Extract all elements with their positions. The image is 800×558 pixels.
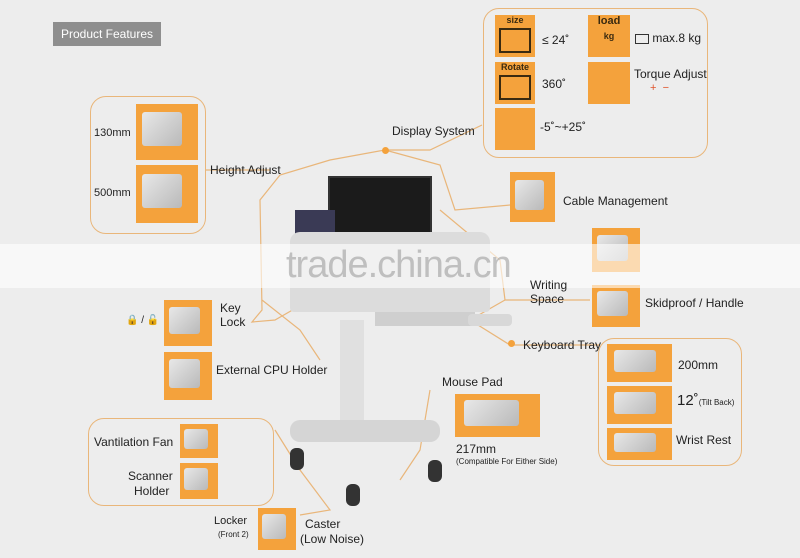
tilt-value: -5˚~+25˚ (540, 120, 587, 134)
watermark-text: trade.china.cn (286, 244, 512, 286)
wheel (290, 448, 304, 470)
caster-photo (258, 508, 296, 550)
kb-tilt-label: 12˚(Tilt Back) (677, 392, 735, 409)
kb-200-label: 200mm (678, 358, 719, 372)
torque-label: Torque Adjust (634, 67, 707, 81)
key-lock-label-2: Lock (220, 315, 246, 329)
wheel (346, 484, 360, 506)
wrist-rest-label: Wrist Rest (676, 433, 732, 447)
locker-note: (Front 2) (218, 530, 249, 539)
watermark-band (0, 244, 800, 288)
scanner-label-2: Holder (134, 484, 170, 498)
tilt-icon (495, 108, 535, 150)
base (290, 420, 440, 442)
height-500-photo (136, 165, 198, 223)
wheel (428, 460, 442, 482)
keyboard-tray-box (598, 338, 742, 466)
cpu-holder-photo (164, 352, 212, 400)
key-lock-label: Key (220, 301, 241, 315)
key-lock-photo (164, 300, 212, 346)
cable-management-photo (510, 172, 555, 222)
cpu-holder-label: External CPU Holder (216, 363, 328, 377)
torque-knobs: + − (650, 82, 669, 94)
cable-management-label: Cable Management (563, 194, 668, 208)
mouse-tray (468, 314, 512, 326)
mouse-pad-label: Mouse Pad (442, 375, 503, 389)
accessory-bin (295, 210, 335, 234)
mouse-217-label: 217mm (456, 442, 497, 456)
load-value: max.8 kg (635, 31, 701, 45)
display-system-label: Display System (392, 124, 475, 138)
space-label: Space (530, 292, 565, 306)
product-features-tab: Product Features (53, 22, 161, 46)
lock-unlock-icon: 🔒 / 🔓 (126, 315, 160, 326)
fan-label: Vantilation Fan (94, 435, 174, 449)
kb-tilt-photo (607, 386, 672, 424)
keyboard-tray-label: Keyboard Tray (523, 338, 602, 352)
height-500-label: 500mm (94, 187, 131, 199)
caster-label: Caster (305, 517, 341, 531)
height-130-photo (136, 104, 198, 160)
scanner-label: Scanner (128, 469, 173, 483)
skidproof-label: Skidproof / Handle (645, 296, 744, 310)
rotate-icon: Rotate (495, 62, 535, 104)
size-value: ≤ 24˚ (542, 33, 570, 47)
caster-note: (Low Noise) (300, 532, 365, 546)
fan-photo (180, 424, 218, 458)
wrist-rest-photo (607, 428, 672, 460)
connector-dot (382, 147, 389, 154)
display-system-box (483, 8, 708, 158)
locker-label: Locker (214, 515, 248, 527)
column (340, 320, 364, 420)
writing-label: Writing (530, 278, 568, 292)
kb-200-photo (607, 344, 672, 382)
monitor (328, 176, 432, 240)
rotate-value: 360˚ (542, 77, 567, 91)
height-adjust-box (90, 96, 206, 234)
fan-scanner-box (88, 418, 274, 506)
torque-icon (588, 62, 630, 104)
mouse-pad-photo (455, 394, 540, 437)
scanner-photo (180, 463, 218, 499)
connector-dot (508, 340, 515, 347)
height-130-label: 130mm (94, 127, 131, 139)
skidproof-photo (592, 285, 640, 327)
size-icon: size (495, 15, 535, 57)
height-adjust-label: Height Adjust (210, 163, 281, 177)
mouse-note: (Compatible For Either Side) (456, 457, 558, 466)
keyboard (375, 312, 475, 326)
